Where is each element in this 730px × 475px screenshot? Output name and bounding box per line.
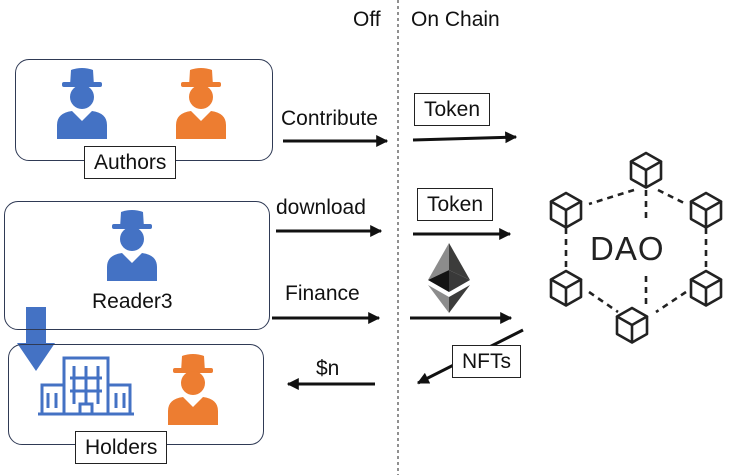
contribute-label: Contribute [281, 107, 378, 130]
dao-label: DAO [590, 230, 665, 267]
payout-label: $n [316, 357, 340, 380]
token-mid-label: Token [417, 188, 494, 221]
dao-blockchain-network-icon [549, 151, 723, 344]
reader-to-holders-arrow [17, 307, 55, 371]
holders-label: Holders [75, 431, 168, 464]
reader-label: Reader3 [92, 290, 173, 313]
nfts-label: NFTs [452, 345, 521, 378]
download-label: download [276, 196, 366, 219]
token-top-arrow [412, 131, 518, 144]
authors-label: Authors [84, 146, 177, 179]
finance-label: Finance [285, 282, 360, 305]
building-icon [38, 356, 134, 416]
reader-group [4, 201, 270, 330]
holders-group [8, 344, 264, 445]
token-top-label: Token [414, 93, 491, 126]
on-chain-label: On Chain [411, 8, 500, 31]
off-chain-label: Off [353, 8, 381, 31]
ethereum-icon [428, 243, 470, 313]
